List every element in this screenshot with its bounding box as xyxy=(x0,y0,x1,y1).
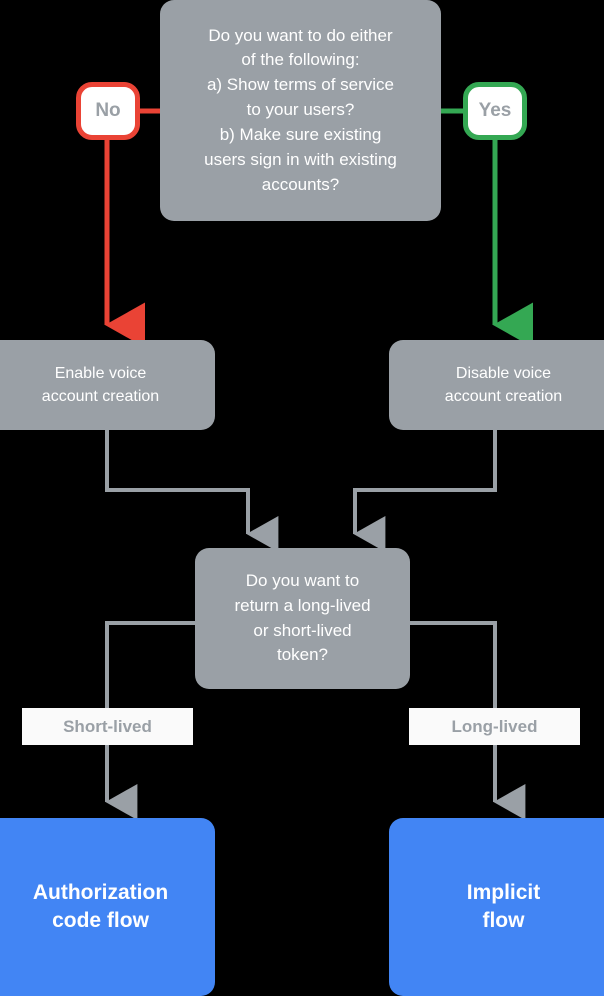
decision-top-line-7: accounts? xyxy=(261,174,340,194)
branch-badge-yes-label: Yes xyxy=(478,100,512,121)
process-disable-text: Disable voice account creation xyxy=(445,362,562,408)
edge-label-short-lived: Short-lived xyxy=(22,708,193,745)
process-enable-text: Enable voice account creation xyxy=(42,362,159,408)
decision-node-terms-or-existing-users[interactable]: Do you want to do either of the followin… xyxy=(160,0,441,221)
decision-token-line-4: token? xyxy=(276,645,329,665)
edge-enable-to-token xyxy=(105,430,279,552)
edge-label-short-lived-text: Short-lived xyxy=(63,716,152,736)
decision-top-line-4: to your users? xyxy=(246,100,355,120)
decision-token-line-1: Do you want to xyxy=(245,570,360,590)
decision-top-line-2: of the following: xyxy=(241,50,360,70)
edge-label-long-lived: Long-lived xyxy=(409,708,580,745)
terminal-auth-line-1: Authorization xyxy=(32,880,169,904)
terminal-implicit-line-2: flow xyxy=(482,909,525,932)
process-enable-line-1: Enable voice xyxy=(54,364,147,382)
decision-token-line-2: return a long-lived xyxy=(234,595,371,615)
branch-badge-no[interactable]: No xyxy=(76,82,140,140)
decision-top-line-5: b) Make sure existing xyxy=(219,124,382,144)
process-disable-line-2: account creation xyxy=(444,388,563,405)
terminal-node-authorization-code-flow[interactable]: Authorization code flow xyxy=(0,818,215,996)
decision-top-line-3: a) Show terms of service xyxy=(206,75,395,95)
process-disable-line-1: Disable voice xyxy=(455,364,552,382)
decision-node-token-lifetime[interactable]: Do you want to return a long-lived or sh… xyxy=(195,548,410,689)
branch-badge-yes[interactable]: Yes xyxy=(463,82,527,140)
process-node-enable-voice-account-creation[interactable]: Enable voice account creation xyxy=(0,340,215,430)
edge-label-long-lived-text: Long-lived xyxy=(451,716,538,736)
decision-top-text: Do you want to do either of the followin… xyxy=(204,24,397,198)
decision-token-line-3: or short-lived xyxy=(253,620,352,640)
process-node-disable-voice-account-creation[interactable]: Disable voice account creation xyxy=(389,340,604,430)
process-enable-line-2: account creation xyxy=(41,388,160,405)
terminal-implicit-line-1: Implicit xyxy=(466,880,541,904)
terminal-implicit-text: Implicit flow xyxy=(467,879,541,935)
branch-badge-no-label: No xyxy=(95,100,121,121)
terminal-auth-text: Authorization code flow xyxy=(33,879,168,935)
decision-token-text: Do you want to return a long-lived or sh… xyxy=(234,569,370,668)
terminal-auth-line-2: code flow xyxy=(52,909,149,932)
decision-top-line-6: users sign in with existing xyxy=(204,149,397,169)
edge-disable-to-token xyxy=(353,430,497,552)
decision-top-line-1: Do you want to do either xyxy=(208,25,393,45)
terminal-node-implicit-flow[interactable]: Implicit flow xyxy=(389,818,604,996)
